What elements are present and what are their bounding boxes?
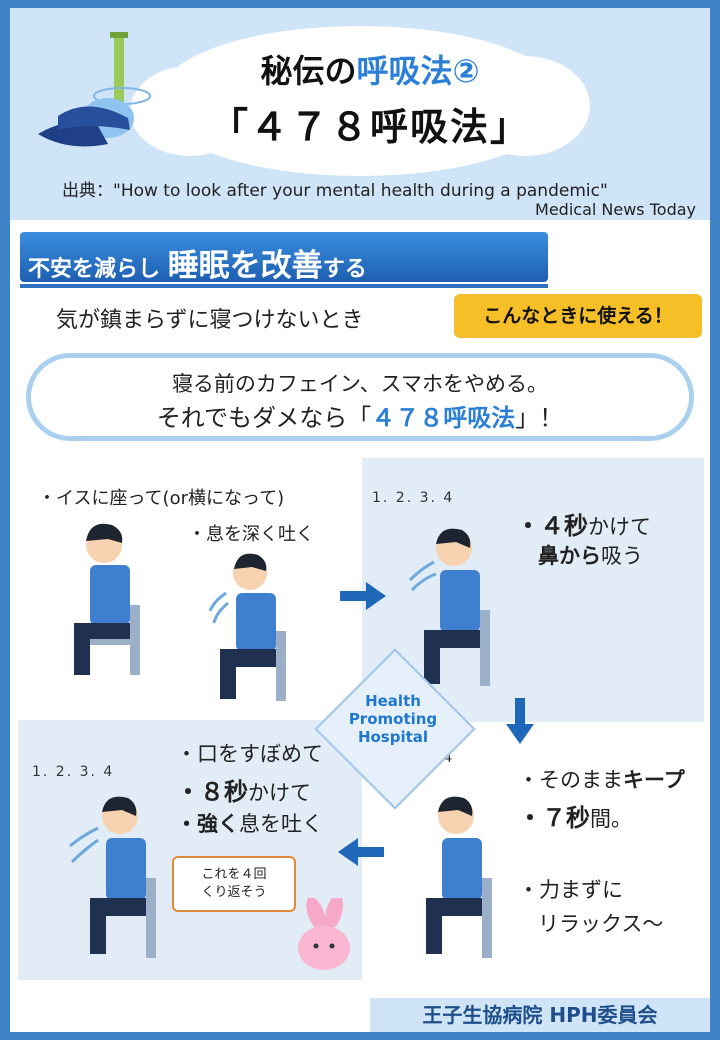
- footer-credit: 王子生協病院 HPH委員会: [370, 998, 710, 1032]
- person-inhaling-illustration: [408, 528, 490, 686]
- usage-tag: こんなときに使える！: [454, 294, 702, 338]
- step-keep-line-1: ・そのままキープ: [518, 768, 685, 792]
- step-sit-text: ・イスに座って(or横になって): [38, 488, 285, 509]
- person-exhaling-illustration: [208, 553, 286, 701]
- title-cloud: [130, 26, 590, 176]
- tip-line-2: それでもダメなら「４７８呼吸法」！: [156, 404, 564, 432]
- step-inhale-line-2: 鼻から吸う: [538, 544, 643, 568]
- bubble-line-1: これを４回: [201, 867, 267, 882]
- repeat-speech-bubble: これを４回 くり返そう: [172, 856, 296, 912]
- step-out-line-1: ・口をすぼめて: [176, 742, 323, 766]
- tip-line-1: 寝る前のカフェイン、スマホをやめる。: [171, 372, 549, 396]
- count-exhale: 1. 2. 3. 4: [32, 764, 115, 780]
- when-text: 気が鎮まらずに寝つけないとき: [56, 308, 364, 333]
- rabbit-mascot-illustration: [298, 898, 350, 970]
- step-keep-line-2: ・７秒間。: [518, 804, 632, 832]
- hph-logo-text: Health Promoting Hospital: [348, 692, 438, 746]
- arrow-right-icon: [340, 582, 386, 610]
- person-holding-breath-illustration: [426, 796, 492, 958]
- bubble-line-2: くり返そう: [201, 885, 267, 900]
- step-relax-line-1: ・力まずに: [518, 878, 623, 902]
- person-exhaling-strongly-illustration: [69, 796, 156, 958]
- arrow-left-icon: [338, 838, 384, 866]
- source-publisher: Medical News Today: [535, 200, 696, 219]
- ninja-illustration: [38, 32, 151, 147]
- title-line-2: 「４７８呼吸法」: [209, 105, 530, 149]
- step-out-line-2: ・８秒かけて: [176, 778, 311, 806]
- step-out-line-3: ・強く息を吐く: [176, 812, 323, 836]
- count-inhale: 1. 2. 3. 4: [372, 490, 455, 506]
- step-relax-line-2: リラックス〜: [538, 912, 664, 936]
- tip-box: 寝る前のカフェイン、スマホをやめる。 それでもダメなら「４７８呼吸法」！: [26, 353, 694, 441]
- source-title: 出典："How to look after your mental health…: [62, 181, 608, 201]
- step-inhale-line-1: ・４秒かけて: [516, 512, 651, 540]
- poster-content: 秘伝の呼吸法② 「４７８呼吸法」 出典："How to look after y…: [10, 8, 710, 1032]
- person-sitting-illustration: [74, 523, 140, 675]
- arrow-down-icon: [506, 698, 534, 744]
- banner-underline: [20, 284, 548, 288]
- step-exhale-text: ・息を深く吐く: [188, 524, 314, 545]
- title-line-1: 秘伝の呼吸法②: [260, 52, 480, 90]
- banner: [20, 232, 548, 282]
- banner-text: 不安を減らし 睡眠を改善する: [28, 248, 367, 284]
